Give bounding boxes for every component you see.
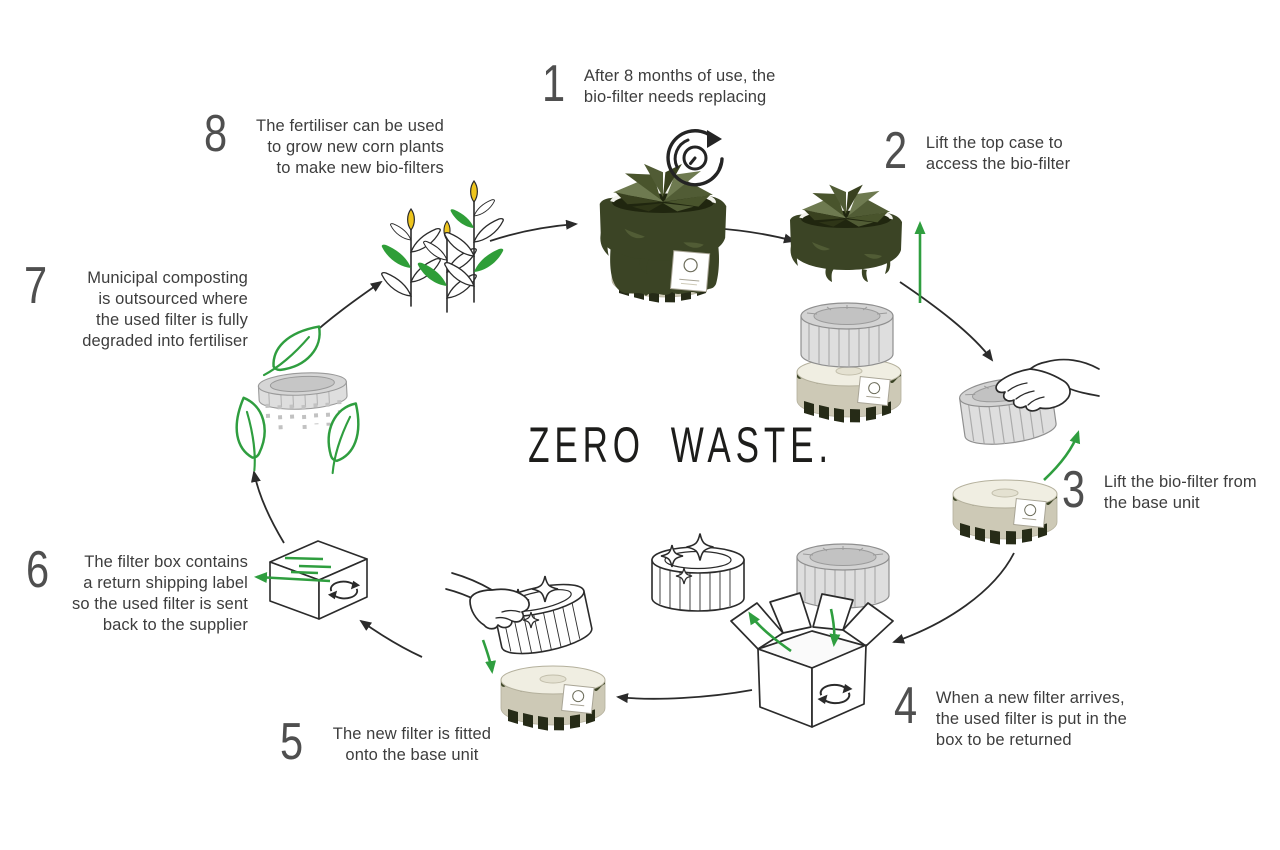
step-2: 2 Lift the top case to access the bio-fi… <box>884 122 1110 180</box>
step-1-text: After 8 months of use, the bio-filter ne… <box>583 67 776 106</box>
step-5: 5 The new filter is fitted onto the base… <box>280 713 502 771</box>
step4-swap-arrows <box>748 608 841 653</box>
step-3-number: 3 <box>1062 461 1086 519</box>
step-7-number: 7 <box>24 257 48 315</box>
step-6-text: The filter box contains a return shippin… <box>71 553 248 634</box>
step-4-text: When a new filter arrives, the used filt… <box>935 689 1127 749</box>
step-5-text: The new filter is fitted onto the base u… <box>332 725 492 764</box>
product-label <box>669 250 711 293</box>
step-7-text: Municipal composting is outsourced where… <box>82 269 248 350</box>
clock-refresh-icon <box>666 129 724 187</box>
step-3-text: Lift the bio-filter from the base unit <box>1103 473 1257 512</box>
step-1-number: 1 <box>542 55 566 113</box>
flow-arrow-5-6 <box>359 619 423 658</box>
step2-top-case-illustration <box>790 185 902 282</box>
step5-fit-arrow <box>481 639 497 674</box>
step-8-number: 8 <box>204 105 228 163</box>
step-4-number: 4 <box>894 677 918 735</box>
step5-base-unit-illustration <box>500 665 606 732</box>
step-7: 7 Municipal composting is outsourced whe… <box>24 257 248 352</box>
hand-icon <box>995 358 1100 412</box>
step-4: 4 When a new filter arrives, the used fi… <box>894 677 1152 751</box>
step3-hand-lifting-filter-illustration <box>957 358 1100 450</box>
step-2-text: Lift the top case to access the bio-filt… <box>925 134 1071 173</box>
step2-filter-on-base-illustration <box>796 302 902 424</box>
step3-lift-arrow <box>1043 430 1081 481</box>
flow-arrow-8-1 <box>489 219 578 242</box>
flow-arrow-4-5 <box>616 689 753 704</box>
step3-base-unit-illustration <box>952 479 1058 546</box>
step8-corn-plants-illustration <box>381 180 504 313</box>
step4-new-filter-illustration <box>651 532 745 612</box>
flow-arrow-2-3 <box>899 281 994 362</box>
step-3: 3 Lift the bio-filter from the base unit <box>1062 461 1278 519</box>
flow-arrow-6-7 <box>250 470 285 544</box>
step-1: 1 After 8 months of use, the bio-filter … <box>542 55 798 113</box>
flow-arrow-3-4 <box>892 552 1015 644</box>
step6-shipping-box-illustration <box>269 540 368 620</box>
step-8-text: The fertiliser can be used to grow new c… <box>256 117 444 177</box>
step-8: 8 The fertiliser can be used to grow new… <box>204 105 444 179</box>
diagram-title: ZERO WASTE. <box>528 417 834 473</box>
step-5-number: 5 <box>280 713 304 771</box>
step5-hand-fitting-filter-illustration <box>445 572 596 661</box>
step4-return-box-illustration <box>730 592 894 728</box>
step-2-number: 2 <box>884 122 908 180</box>
step6-ship-arrow <box>254 556 332 584</box>
hand-icon <box>445 572 530 630</box>
step-6: 6 The filter box contains a return shipp… <box>26 541 248 636</box>
step1-purifier-illustration <box>600 164 727 304</box>
step-6-number: 6 <box>26 541 50 599</box>
